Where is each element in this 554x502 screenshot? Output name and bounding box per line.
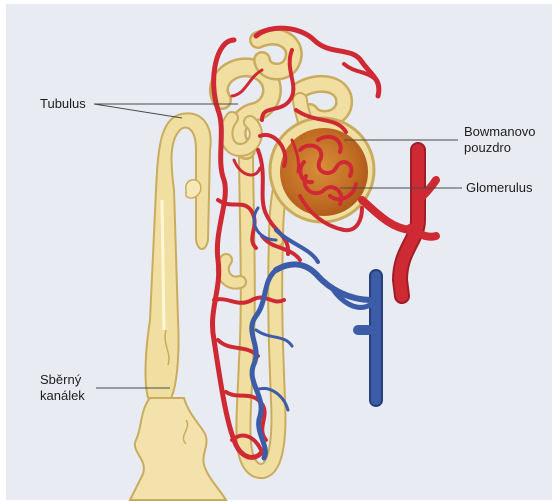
label-glomerulus: Glomerulus — [466, 180, 532, 196]
label-bowman-capsule: Bowmanovo pouzdro — [464, 124, 536, 156]
label-collecting-line2: kanálek — [40, 388, 85, 404]
label-bowman-line1: Bowmanovo — [464, 124, 536, 140]
label-collecting-duct: Sběrný kanálek — [40, 372, 85, 404]
label-collecting-line1: Sběrný — [40, 372, 85, 388]
label-tubulus: Tubulus — [40, 96, 86, 112]
label-bowman-line2: pouzdro — [464, 140, 536, 156]
